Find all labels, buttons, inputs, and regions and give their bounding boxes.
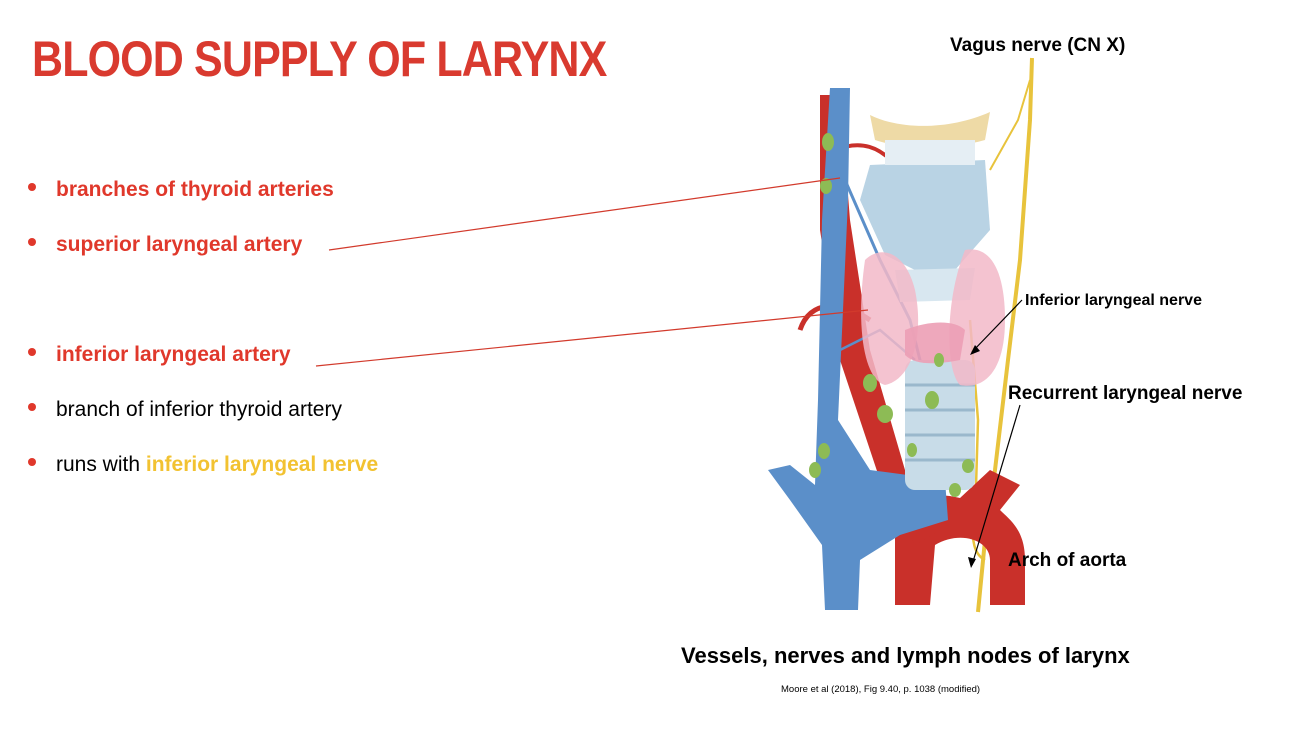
lymph-node [907, 443, 917, 457]
lymph-node [962, 459, 974, 473]
bullet-text: runs with [56, 453, 146, 476]
vagus-nerve-branch [989, 79, 1031, 171]
lymph-node [822, 133, 834, 151]
lymph-node [818, 443, 830, 459]
bullet-dot [28, 238, 36, 246]
inferior-artery-pointer [315, 309, 869, 367]
bullet-thyroid-branches: branches of thyroid arteries [28, 175, 334, 205]
label-inferior-laryngeal-nerve: Inferior laryngeal nerve [1025, 292, 1202, 309]
bullet-text: superior laryngeal artery [56, 233, 303, 256]
lymph-node [809, 462, 821, 478]
inferior-nerve-arrowhead [970, 345, 980, 355]
lymph-node [934, 353, 944, 367]
bullet-superior-laryngeal-artery: superior laryngeal artery [28, 230, 302, 260]
trachea [905, 360, 975, 490]
thyroid-cartilage [860, 160, 990, 275]
bullet-inferior-thyroid-branch: branch of inferior thyroid artery [28, 395, 342, 425]
thyroid-gland-right-lobe [949, 249, 1005, 386]
bullet-dot [28, 403, 36, 411]
lymph-node [863, 374, 877, 392]
thyrohyoid-membrane [885, 140, 975, 165]
bullet-text: inferior laryngeal artery [56, 343, 291, 366]
hyoid-bone [870, 112, 990, 148]
recurrent-nerve-arrowhead [968, 557, 976, 568]
bullet-dot [28, 348, 36, 356]
recurrent-nerve-pointer [971, 404, 1021, 566]
figure-citation: Moore et al (2018), Fig 9.40, p. 1038 (m… [781, 684, 981, 695]
thyroid-isthmus [905, 322, 965, 364]
bullet-text: branch of inferior thyroid artery [56, 398, 342, 421]
bullet-inferior-laryngeal-artery: inferior laryngeal artery [28, 340, 291, 370]
lymph-node [949, 483, 961, 497]
jugular-vein [768, 88, 948, 610]
bullet-text: branches of thyroid arteries [56, 178, 334, 201]
inferior-nerve-pointer [971, 299, 1023, 353]
bullet-dot [28, 458, 36, 466]
bullet-dot [28, 183, 36, 191]
label-recurrent-laryngeal-nerve: Recurrent laryngeal nerve [1008, 383, 1243, 404]
figure-caption: Vessels, nerves and lymph nodes of laryn… [681, 643, 1130, 668]
lymph-node [877, 405, 893, 423]
label-arch-of-aorta: Arch of aorta [1008, 550, 1127, 571]
bullet-runs-with-nerve: runs with inferior laryngeal nerve [28, 450, 378, 480]
slide-title: BLOOD SUPPLY OF LARYNX [32, 31, 607, 87]
bullet-highlight: inferior laryngeal nerve [145, 453, 379, 476]
thyroid-gland-left-lobe [861, 252, 919, 385]
superior-artery-pointer [328, 177, 841, 251]
lymph-node [925, 391, 939, 409]
lymph-node [820, 178, 832, 194]
label-vagus-nerve: Vagus nerve (CN X) [950, 35, 1126, 56]
